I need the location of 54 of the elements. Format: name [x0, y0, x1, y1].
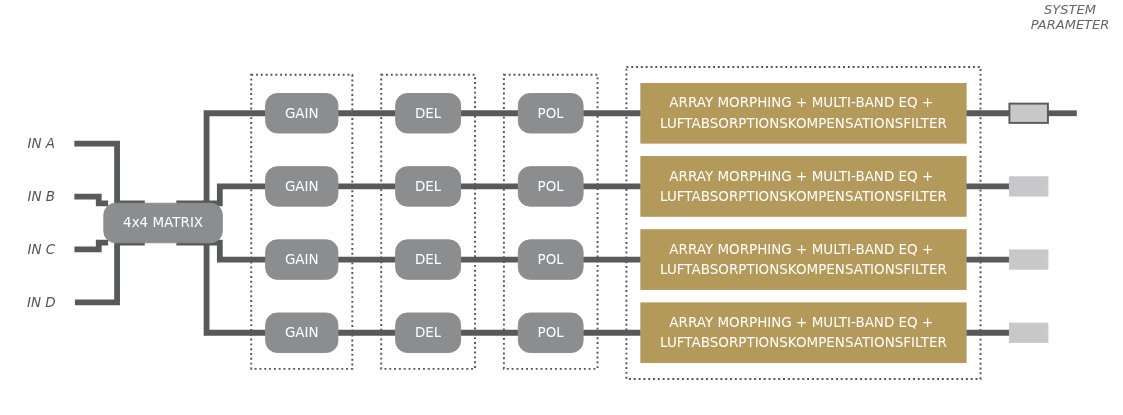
cluster: [625, 66, 982, 380]
node-box: DEL: [395, 166, 462, 207]
node-box: ARRAY MORPHING + MULTI-BAND EQ + LUFTABSORPTIONSKOMPENSATIONSFILTER: [640, 302, 967, 364]
cluster: [380, 73, 476, 370]
node-box: DEL: [395, 239, 462, 280]
node-box: 4x4 MATRIX: [103, 202, 223, 244]
node-box: GAIN: [265, 239, 339, 280]
node-box: [1008, 322, 1049, 343]
connector: [583, 183, 641, 190]
connector: [202, 183, 266, 207]
connector: [176, 239, 266, 336]
node-text: IN C: [27, 241, 56, 257]
connector: [966, 110, 1010, 117]
node-text: IN A: [27, 135, 56, 151]
node-box: GAIN: [265, 93, 339, 134]
node-box: POL: [517, 312, 584, 353]
node-box: [1008, 102, 1049, 124]
node-text: IN D: [26, 294, 56, 310]
connector: [74, 140, 145, 207]
connector: [176, 110, 266, 207]
connector: [74, 239, 109, 253]
connector: [583, 256, 641, 263]
connector: [337, 256, 396, 263]
node-box: ARRAY MORPHING + MULTI-BAND EQ + LUFTABSORPTIONSKOMPENSATIONSFILTER: [640, 156, 967, 217]
node-box: DEL: [395, 312, 462, 353]
connector: [460, 329, 519, 336]
node-box: POL: [517, 166, 584, 207]
connector: [583, 110, 641, 117]
connector: [966, 329, 1010, 336]
node-text: IN B: [27, 188, 56, 204]
connector: [460, 183, 519, 190]
connector: [74, 193, 109, 207]
node-box: POL: [517, 239, 584, 280]
connector: [337, 183, 396, 190]
connector: [1047, 110, 1077, 117]
node-box: DEL: [395, 93, 462, 134]
connector: [460, 110, 519, 117]
column-heading: SYSTEM PARAMETER: [1029, 2, 1111, 32]
node-box: GAIN: [265, 312, 339, 353]
connector: [583, 329, 641, 336]
node-box: GAIN: [265, 166, 339, 207]
node-box: POL: [517, 93, 584, 134]
connector: [74, 239, 145, 306]
connector: [337, 329, 396, 336]
cluster: [250, 73, 354, 370]
node-box: ARRAY MORPHING + MULTI-BAND EQ + LUFTABSORPTIONSKOMPENSATIONSFILTER: [640, 82, 967, 144]
node-box: [1008, 249, 1049, 270]
connector: [966, 256, 1010, 263]
node-box: [1008, 176, 1049, 197]
node-box: ARRAY MORPHING + MULTI-BAND EQ + LUFTABSORPTIONSKOMPENSATIONSFILTER: [640, 229, 967, 290]
connector: [337, 110, 396, 117]
connector: [966, 183, 1010, 190]
cluster: [502, 73, 599, 370]
connector: [460, 256, 519, 263]
